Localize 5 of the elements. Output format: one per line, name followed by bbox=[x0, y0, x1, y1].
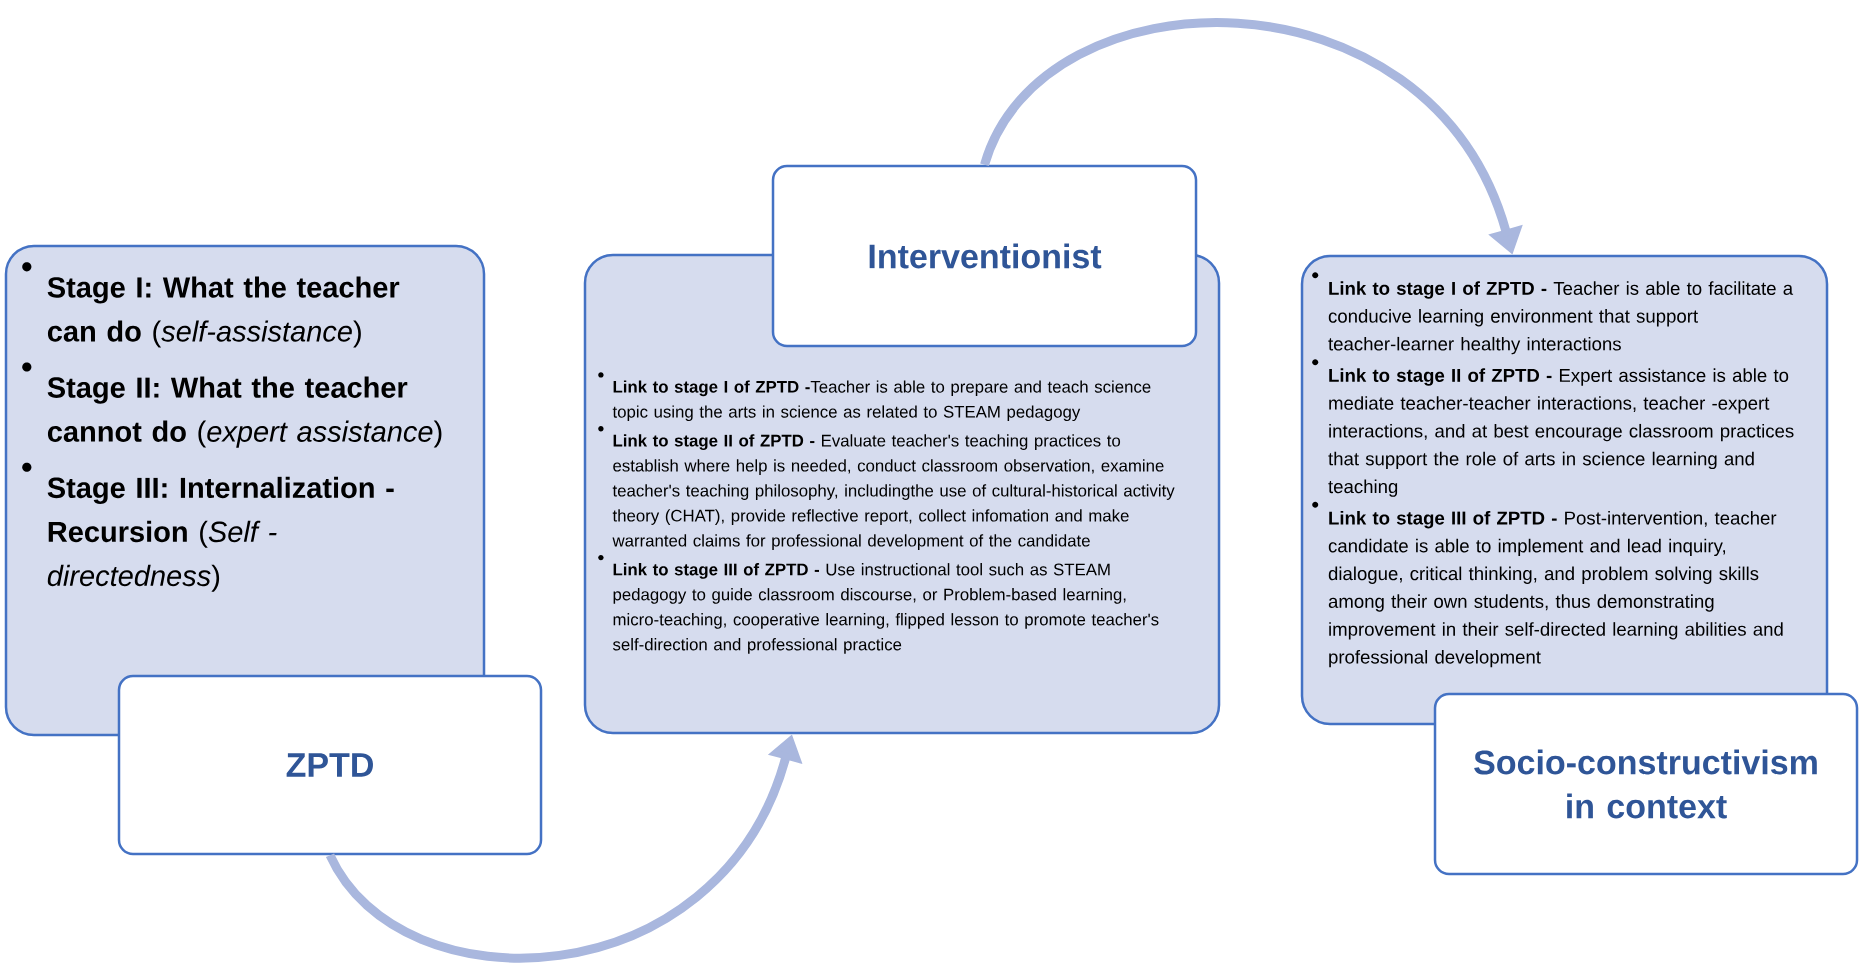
text-box: Link to stage I of ZPTD - Teacher is able to facilitate a conducive learning environment that support teacher-learner healthy interactions Link to stage II of ZPTD - Expert assistance is able to mediate teacher-teacher interactions, teacher -expert interactions, and at best encourage classroom practices that support the role of arts in science learning and teaching Link to stage III of ZPTD - Post-intervention, teacher candidate is able to implement and lead inquiry, dialogue, critical thinking, and problem solving skills among their own students, thus demonstrating improvement in their self-directed learning abilities and professional development bbox=[1300, 254, 1829, 726]
label-box: Socio-constructivism in context bbox=[1433, 692, 1859, 876]
text-box: Stage I: What the teacher can do (self-assistance) Stage II: What the teacher cannot do (expert assistance) Stage III: Internalization - Recursion (Self - directedness) bbox=[4, 244, 486, 737]
label-box: Interventionist bbox=[771, 164, 1198, 348]
label-box: ZPTD bbox=[117, 674, 543, 856]
